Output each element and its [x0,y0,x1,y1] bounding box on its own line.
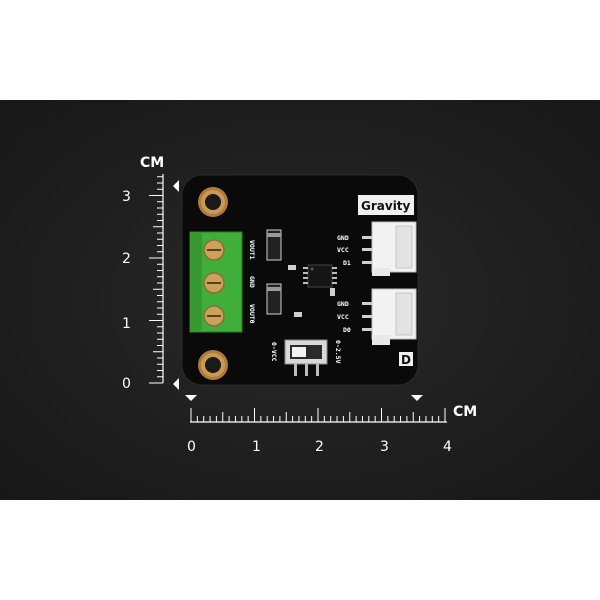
switch-label-0-2-5v: 0-2.5V [334,340,342,364]
horizontal-ruler-number-2: 2 [315,439,324,455]
bottom-pin-label-gnd: GND [337,300,349,308]
terminal-screw-2 [203,272,225,294]
resistor-1 [288,265,296,270]
terminal-label-vout0: VOUT0 [248,304,256,324]
vertical-ruler-number-0: 0 [122,376,131,392]
bottom-pin-label-d0: D0 [343,326,351,334]
horizontal-ruler: CM 0 1 2 3 4 [185,395,477,455]
product-photo: CM 3 2 1 0 CM 0 1 2 3 4 [0,100,600,500]
top-pin-label-gnd: GND [337,234,349,242]
capacitor-1 [330,288,335,296]
vertical-ruler-number-1: 1 [122,316,131,332]
horizontal-ruler-number-1: 1 [252,439,261,455]
vertical-ruler-bottom-marker [173,378,179,390]
ic-chip [303,264,337,288]
resistor-2 [294,312,302,317]
corner-label: D [401,353,411,367]
slide-switch [284,339,328,376]
bottom-pin-label-vcc: VCC [337,313,349,321]
vertical-ruler: CM 3 2 1 0 [122,155,179,392]
vertical-ruler-unit: CM [140,155,164,171]
mounting-hole-top [198,187,228,217]
brand-label: Gravity [361,199,411,213]
corner-label-bg [399,352,413,366]
terminal-screw-3 [203,305,225,327]
horizontal-ruler-number-3: 3 [380,439,389,455]
horizontal-ruler-number-4: 4 [443,439,452,455]
terminal-label-gnd: GND [248,276,256,288]
mounting-hole-bottom [198,350,228,380]
terminal-label-vout1: VOUT1 [248,240,256,260]
switch-label-0-vcc: 0-VCC [270,342,278,362]
horizontal-ruler-right-marker [411,395,423,401]
pcb-board: VOUT1 GND VOUT0 [181,174,419,386]
horizontal-ruler-left-marker [185,395,197,401]
top-connector [362,221,417,276]
scene-svg: CM 3 2 1 0 CM 0 1 2 3 4 [122,155,477,455]
top-pin-label-vcc: VCC [337,246,349,254]
horizontal-ruler-number-0: 0 [187,439,196,455]
vertical-ruler-number-3: 3 [122,189,131,205]
vertical-ruler-ticks [149,176,163,384]
diode-top [266,229,282,261]
top-pin-label-d1: D1 [343,259,351,267]
terminal-screw-1 [203,239,225,261]
brand-label-bg [358,195,414,215]
vertical-ruler-number-2: 2 [122,251,131,267]
diode-bottom [266,283,282,315]
screw-terminal-block [189,231,243,333]
vertical-ruler-top-marker [173,180,179,192]
bottom-connector [362,288,417,345]
horizontal-ruler-ticks [190,408,446,422]
horizontal-ruler-unit: CM [453,404,477,420]
